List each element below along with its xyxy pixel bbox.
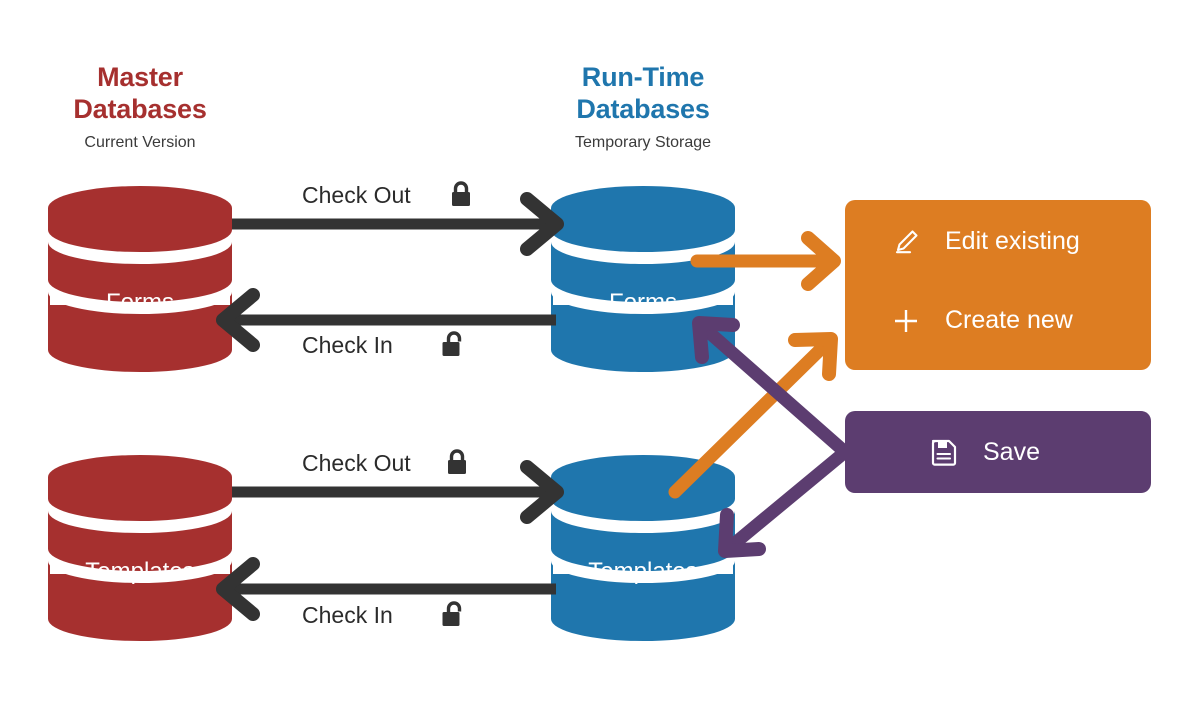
edit-existing-row[interactable]: Edit existing	[889, 227, 1151, 256]
database-runtime-templates	[551, 455, 735, 641]
save-label: Save	[983, 437, 1040, 466]
save-row[interactable]: Save	[927, 438, 1040, 467]
database-runtime-forms	[551, 186, 735, 372]
save-panel[interactable]: Save	[845, 411, 1151, 493]
connector-save-to-templates	[718, 445, 852, 558]
flow-label-forms-check-in: Check In	[302, 332, 393, 358]
edit-existing-label: Edit existing	[945, 227, 1080, 255]
column-title-runtime: Run-Time Databases	[576, 62, 710, 124]
column-subtitle-runtime: Temporary Storage	[574, 133, 712, 151]
arrow-forms-check-out	[232, 192, 564, 256]
lock-open-icon	[442, 331, 462, 356]
connector-save-to-forms	[692, 316, 852, 459]
create-new-row[interactable]: Create new	[889, 306, 1151, 335]
edit-panel[interactable]: Edit existing Create new	[845, 200, 1151, 370]
flow-label-templates-check-in: Check In	[302, 602, 393, 628]
arrow-forms-check-in	[216, 288, 556, 352]
lock-open-icon	[442, 601, 462, 626]
save-disk-icon	[927, 438, 961, 466]
plus-icon	[889, 307, 923, 335]
database-master-forms	[48, 186, 232, 372]
arrow-templates-check-in	[216, 557, 556, 621]
arrow-templates-check-out	[232, 460, 564, 524]
create-new-label: Create new	[945, 306, 1073, 334]
flow-label-forms-check-out: Check Out	[302, 182, 411, 208]
column-title-master: Master Databases	[73, 62, 207, 124]
flow-label-templates-check-out: Check Out	[302, 450, 411, 476]
database-master-templates	[48, 455, 232, 641]
connector-forms-to-edit	[690, 231, 841, 291]
column-heading-runtime: Run-Time Databases Temporary Storage	[523, 62, 763, 153]
column-subtitle-master: Current Version	[84, 133, 196, 151]
connector-templates-to-edit	[668, 332, 838, 499]
pencil-icon	[889, 229, 923, 255]
column-heading-master: Master Databases Current Version	[20, 62, 260, 153]
lock-closed-icon	[448, 449, 466, 474]
lock-closed-icon	[452, 181, 470, 206]
